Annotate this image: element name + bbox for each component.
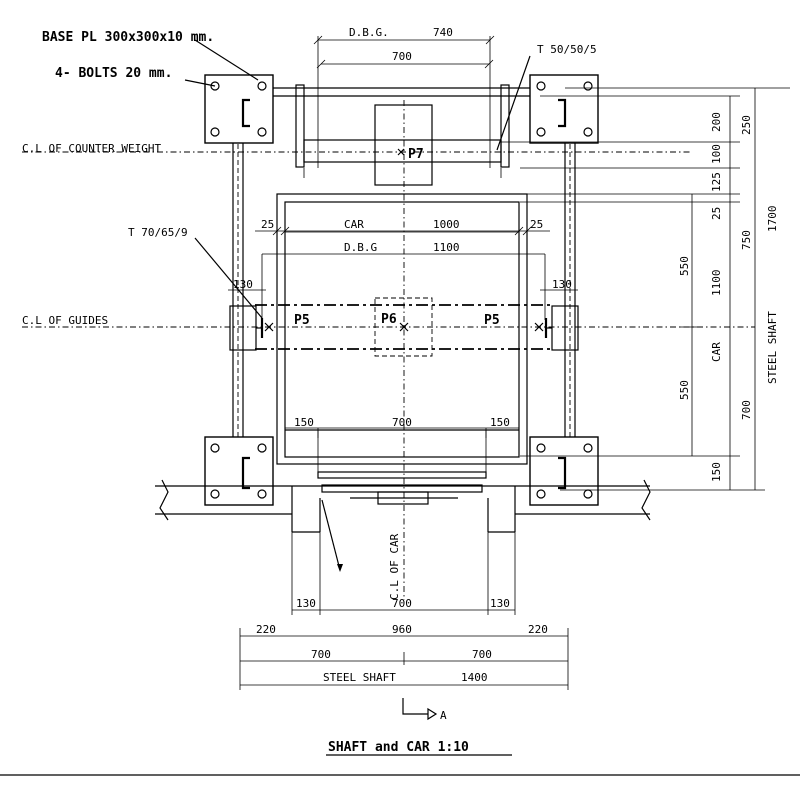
guide-rail-left [229, 305, 274, 351]
dim-right-a4: 25 [710, 207, 723, 220]
dim-door-right: 150 [490, 416, 510, 429]
dim-door-left: 150 [294, 416, 314, 429]
car-dimension-lines [228, 226, 578, 438]
point-p5-right: P5 [484, 313, 500, 328]
dim-right-b1: 250 [740, 115, 753, 135]
dim-right-a3: 125 [710, 172, 723, 192]
note-cl-counter-weight: C.L OF COUNTER WEIGHT [22, 142, 161, 155]
p6-cross-mark [399, 322, 409, 332]
floor-slab [155, 479, 651, 533]
dim-top-cw-width: 700 [392, 50, 412, 63]
dim-right-b4: 700 [740, 400, 753, 420]
point-p5-left: P5 [294, 313, 310, 328]
top-dimension-lines [313, 35, 495, 69]
dim-top-dbg-label: D.B.G. [349, 26, 389, 39]
dim-car-dbg-value: 1100 [433, 241, 460, 254]
dim-guide-left: 130 [233, 278, 253, 291]
dim-right-b5: 150 [710, 462, 723, 482]
dim-right-car-label: CAR [710, 342, 723, 362]
dim-open-left: 130 [296, 597, 316, 610]
dim-top-dbg-value: 740 [433, 26, 453, 39]
note-cl-car: C.L OF CAR [388, 533, 401, 600]
dim-car-gap-right: 25 [530, 218, 543, 231]
note-t-small: T 50/50/5 [537, 43, 597, 56]
section-marker-label: A [440, 709, 447, 722]
dim-car-dbg-label: D.B.G [344, 241, 377, 254]
guide-rail-right [534, 305, 579, 351]
section-marker-arrow [402, 698, 428, 715]
base-plate-top-right [529, 74, 599, 144]
dim-shaft-value: 1400 [461, 671, 488, 684]
dim-open-mid: 700 [392, 597, 412, 610]
note-base-plate: BASE PL 300x300x10 mm. [42, 30, 214, 45]
dim-right-b2: 750 [740, 230, 753, 250]
dim-car-value: 1000 [433, 218, 460, 231]
base-plate-bottom-left [204, 436, 274, 506]
dim-right-b3: 1100 [710, 270, 723, 297]
dim-seg-left: 220 [256, 623, 276, 636]
dim-seg-mid: 960 [392, 623, 412, 636]
dim-half-right: 700 [472, 648, 492, 661]
dim-right-a1: 200 [710, 112, 723, 132]
note-bolts: 4- BOLTS 20 mm. [55, 66, 172, 81]
drawing-title: SHAFT and CAR 1:10 [328, 740, 469, 755]
leader-lines [184, 39, 531, 319]
right-dimension-lines [500, 87, 790, 491]
dim-open-right: 130 [490, 597, 510, 610]
dim-car-gap-left: 25 [261, 218, 274, 231]
base-plate-bottom-right [529, 436, 599, 506]
counterweight-assembly [295, 36, 510, 186]
base-plate-top-left [204, 74, 274, 144]
dim-door-mid: 700 [392, 416, 412, 429]
car-outline [276, 193, 528, 465]
note-cl-guides: C.L OF GUIDES [22, 314, 108, 327]
dim-right-shaft-label: STEEL SHAFT [766, 311, 779, 384]
dim-seg-right: 220 [528, 623, 548, 636]
bottom-dimension-lines [239, 609, 569, 690]
dim-car-label: CAR [344, 218, 364, 231]
point-p6: P6 [381, 312, 397, 327]
dim-guide-right: 130 [552, 278, 572, 291]
dim-shaft-label: STEEL SHAFT [323, 671, 396, 684]
dim-right-a6: 550 [678, 380, 691, 400]
p7-cross-mark [397, 148, 405, 156]
dim-half-left: 700 [311, 648, 331, 661]
door-opening-lines [291, 499, 516, 615]
dim-right-a5: 550 [678, 256, 691, 276]
note-t-large: T 70/65/9 [128, 226, 188, 239]
door-sill [285, 429, 519, 505]
point-p7: P7 [408, 147, 424, 162]
dim-right-a2: 100 [710, 144, 723, 164]
dim-right-shaft-value: 1700 [766, 206, 779, 233]
